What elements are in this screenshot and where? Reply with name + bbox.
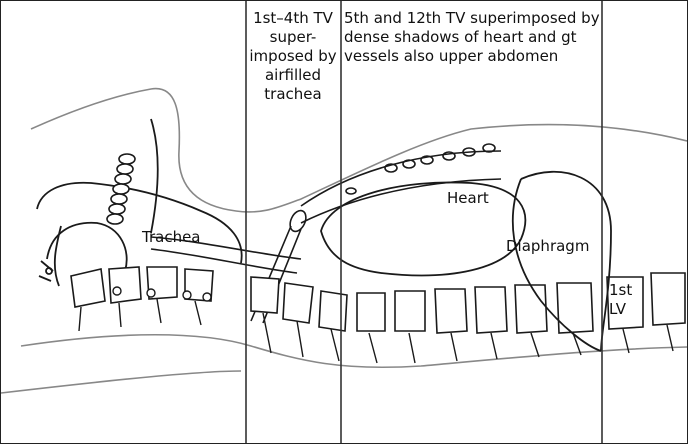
lv-label-line-1: 1st [609, 281, 639, 300]
lv-label-line-2: LV [609, 300, 639, 319]
skull-outline [37, 119, 242, 286]
zone-2-caption: 5th and 12th TV superimposed by dense sh… [344, 9, 602, 66]
diaphragm-label: Diaphragm [506, 237, 589, 256]
trachea-label: Trachea [142, 228, 201, 247]
first-lumbar-vertebra-label: 1st LV [609, 281, 639, 319]
heart-label: Heart [447, 189, 489, 208]
zone-1-caption: 1st–4th TV super-imposed by airfilled tr… [245, 9, 341, 104]
heart-outline [321, 182, 525, 275]
thoracic-lumbar-spine [71, 267, 685, 333]
